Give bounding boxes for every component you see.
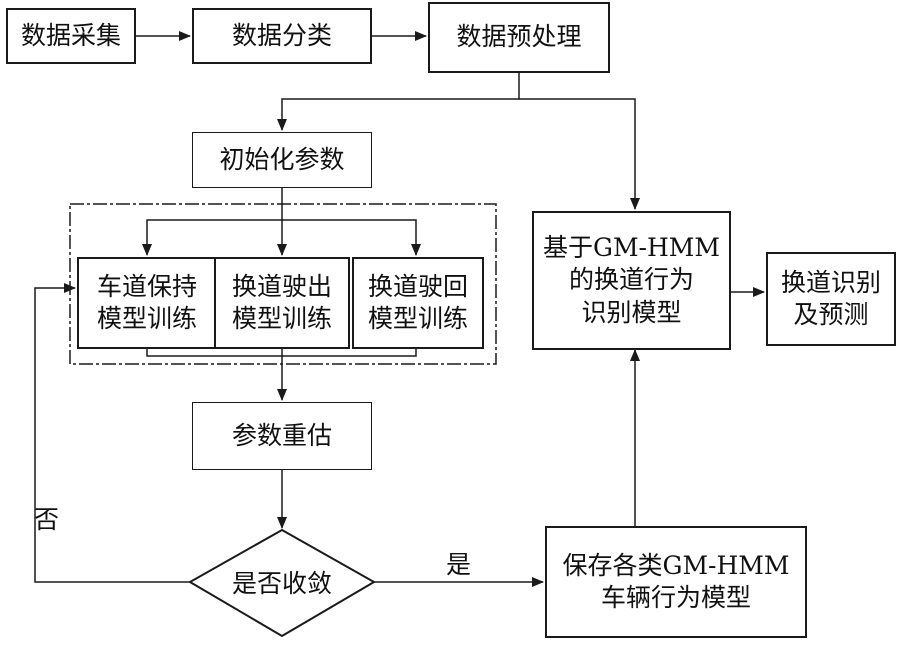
converge-decision [187,528,377,638]
arrow-preprocess-recognize-model [519,98,640,210]
arrow-preprocess-init [277,73,520,131]
arrow-init-keep [142,219,282,256]
arrow-init-back [282,219,421,256]
node-data-collection: 数据采集 [6,8,136,64]
node-recognition-prediction: 换道识别 及预测 [766,252,896,346]
edge-label-no: 否 [34,505,60,534]
node-lane-change-out-training: 换道驶出 模型训练 [214,257,350,349]
node-save-models: 保存各类GM-HMM 车辆行为模型 [545,526,807,638]
node-data-classification: 数据分类 [192,8,372,64]
node-lane-keep-training: 车道保持 模型训练 [77,257,217,349]
node-init-params: 初始化参数 [192,132,372,188]
node-recognition-model: 基于GM-HMM 的换道行为 识别模型 [532,211,731,350]
node-param-reestimation: 参数重估 [192,402,372,470]
arrow-no-loop [34,283,190,583]
edge-label-yes: 是 [446,550,472,579]
node-data-preprocessing: 数据预处理 [428,2,610,73]
node-lane-change-back-training: 换道驶回 模型训练 [352,257,484,349]
converge-decision-label: 是否收敛 [231,569,332,598]
